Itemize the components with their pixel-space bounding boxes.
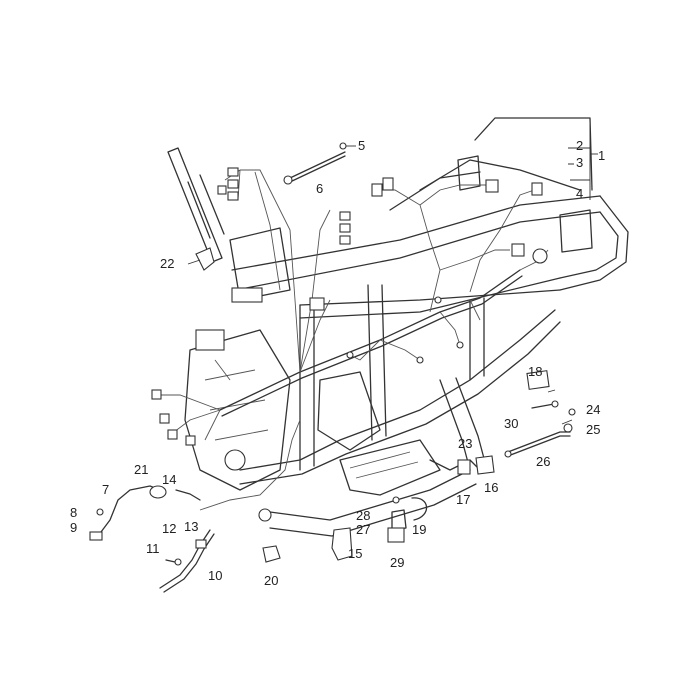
- label-30: 30: [504, 416, 518, 431]
- frame: [167, 117, 629, 537]
- label-22: 22: [160, 256, 174, 271]
- label-15: 15: [348, 546, 362, 561]
- label-13: 13: [184, 519, 198, 534]
- label-18: 18: [528, 364, 542, 379]
- label-1: 1: [598, 148, 605, 163]
- label-24: 24: [586, 402, 600, 417]
- label-10: 10: [208, 568, 222, 583]
- label-6: 6: [316, 181, 323, 196]
- label-20: 20: [264, 573, 278, 588]
- loose-parts: [89, 142, 576, 593]
- label-4: 4: [576, 186, 583, 201]
- label-8: 8: [70, 505, 77, 520]
- label-25: 25: [586, 422, 600, 437]
- label-11: 11: [146, 541, 160, 556]
- label-28: 28: [356, 508, 370, 523]
- label-29: 29: [390, 555, 404, 570]
- label-14: 14: [162, 472, 176, 487]
- wiring-harness: [151, 167, 549, 511]
- part-labels: 1 2 3 4 5 6 7 8 9 10 11 12 13 14 15 16 1…: [70, 138, 605, 588]
- label-21: 21: [134, 462, 148, 477]
- label-2: 2: [576, 138, 583, 153]
- leader-lines: [187, 118, 598, 425]
- label-23: 23: [458, 436, 472, 451]
- label-27: 27: [356, 522, 370, 537]
- label-7: 7: [102, 482, 109, 497]
- label-19: 19: [412, 522, 426, 537]
- label-16: 16: [484, 480, 498, 495]
- label-3: 3: [576, 155, 583, 170]
- label-26: 26: [536, 454, 550, 469]
- label-5: 5: [358, 138, 365, 153]
- label-9: 9: [70, 520, 77, 535]
- label-12: 12: [162, 521, 176, 536]
- label-17: 17: [456, 492, 470, 507]
